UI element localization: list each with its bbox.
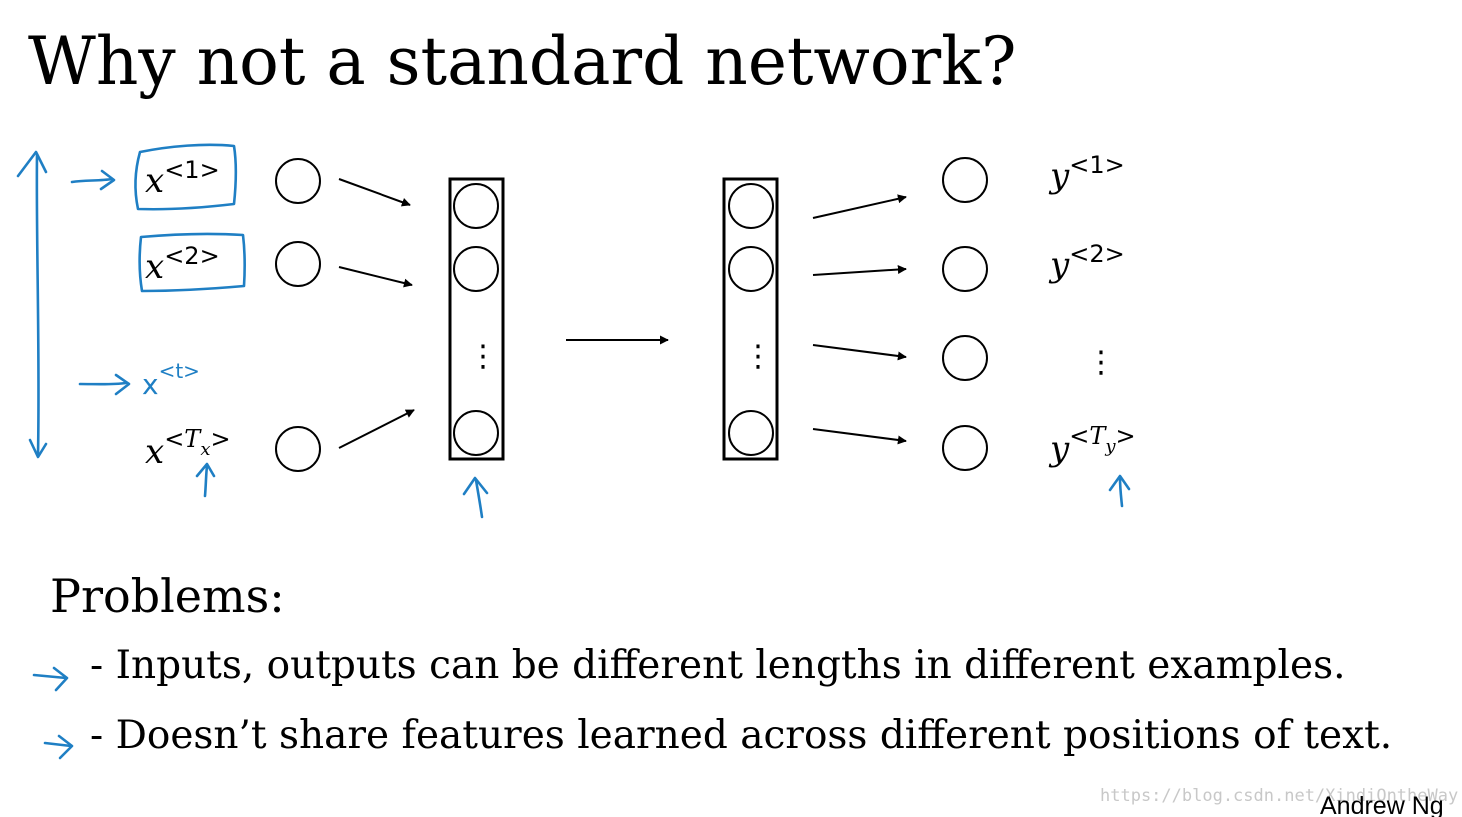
handwritten-up-arrowhead-ty	[1108, 474, 1131, 492]
output-arrow-ty	[812, 428, 907, 445]
handwritten-xt-label: x<t>	[142, 359, 200, 401]
output-label-2: y<2>	[1048, 240, 1125, 285]
hidden-layer-2-box	[722, 177, 779, 461]
handwritten-up-arrow-tx	[203, 464, 209, 498]
hidden-layer-2-ellipsis: ⋮	[743, 339, 773, 374]
output-node-1	[942, 157, 988, 203]
handwritten-bullet-arrows	[32, 666, 74, 760]
input-arrow-2	[338, 266, 413, 288]
handwritten-bullet-arrowhead-1	[52, 666, 69, 692]
handwritten-bullet-arrow-2	[43, 741, 73, 748]
input-arrow-1	[338, 178, 411, 207]
handwritten-box-x2	[138, 232, 246, 293]
input-label-1: x<1>	[145, 156, 220, 201]
output-label-ty: y<Ty>	[1048, 422, 1136, 469]
slide-title: Why not a standard network?	[28, 23, 1017, 100]
output-node-ty	[942, 425, 988, 471]
handwritten-arrowhead-x1	[99, 169, 116, 191]
hidden-layer-1-node	[453, 183, 499, 229]
hidden-layer-2-node	[728, 183, 774, 229]
handwritten-vertical-arrow	[35, 153, 40, 457]
input-label-2: x<2>	[145, 242, 220, 287]
hidden-layer-1-box	[448, 177, 505, 461]
handwritten-annotations	[16, 143, 246, 459]
output-arrow-3	[812, 344, 907, 361]
input-node-tx	[275, 426, 321, 472]
output-ellipsis: ⋮	[1086, 345, 1116, 380]
network-diagram: x<1> x<2> x<Tx> ⋮ ⋮	[16, 143, 1136, 519]
handwritten-bullet-arrow-1	[32, 673, 68, 680]
hidden-layer-1-ellipsis: ⋮	[468, 339, 498, 374]
handwritten-box-x1	[134, 143, 238, 211]
handwritten-up-arrowhead-hidden	[462, 476, 489, 496]
problem-item-1: - Inputs, outputs can be different lengt…	[90, 643, 1346, 688]
input-node-2	[275, 241, 321, 287]
output-node-2	[942, 246, 988, 292]
handwritten-down-arrowhead	[28, 438, 48, 459]
input-arrow-tx	[338, 409, 415, 449]
handwritten-arrow-xt	[78, 381, 128, 386]
handwritten-pointer-arrows	[195, 462, 1131, 519]
output-arrow-1	[812, 194, 907, 219]
problem-item-2: - Doesn’t share features learned across …	[90, 713, 1393, 758]
output-arrow-2	[812, 265, 907, 276]
handwritten-up-arrowhead	[16, 150, 48, 178]
handwritten-up-arrow-ty	[1118, 476, 1124, 508]
handwritten-arrow-x1	[70, 177, 114, 184]
input-label-tx: x<Tx>	[145, 425, 231, 472]
watermark: https://blog.csdn.net/XindiOntheWay	[1100, 786, 1459, 806]
hidden-layer-2-node	[728, 410, 774, 456]
problems-heading: Problems:	[50, 569, 285, 623]
input-node-1	[275, 158, 321, 204]
output-label-1: y<1>	[1048, 151, 1125, 196]
handwritten-up-arrow-hidden	[474, 478, 484, 519]
hidden-layer-2-node	[728, 246, 774, 292]
hidden-layer-1-node	[453, 246, 499, 292]
handwritten-arrowhead-xt	[114, 373, 131, 396]
output-node-3	[942, 335, 988, 381]
handwritten-up-arrowhead-tx	[195, 462, 216, 478]
handwritten-bullet-arrowhead-2	[57, 734, 74, 760]
hidden-layer-1-node	[453, 410, 499, 456]
author-credit: Andrew Ng	[1320, 792, 1444, 817]
